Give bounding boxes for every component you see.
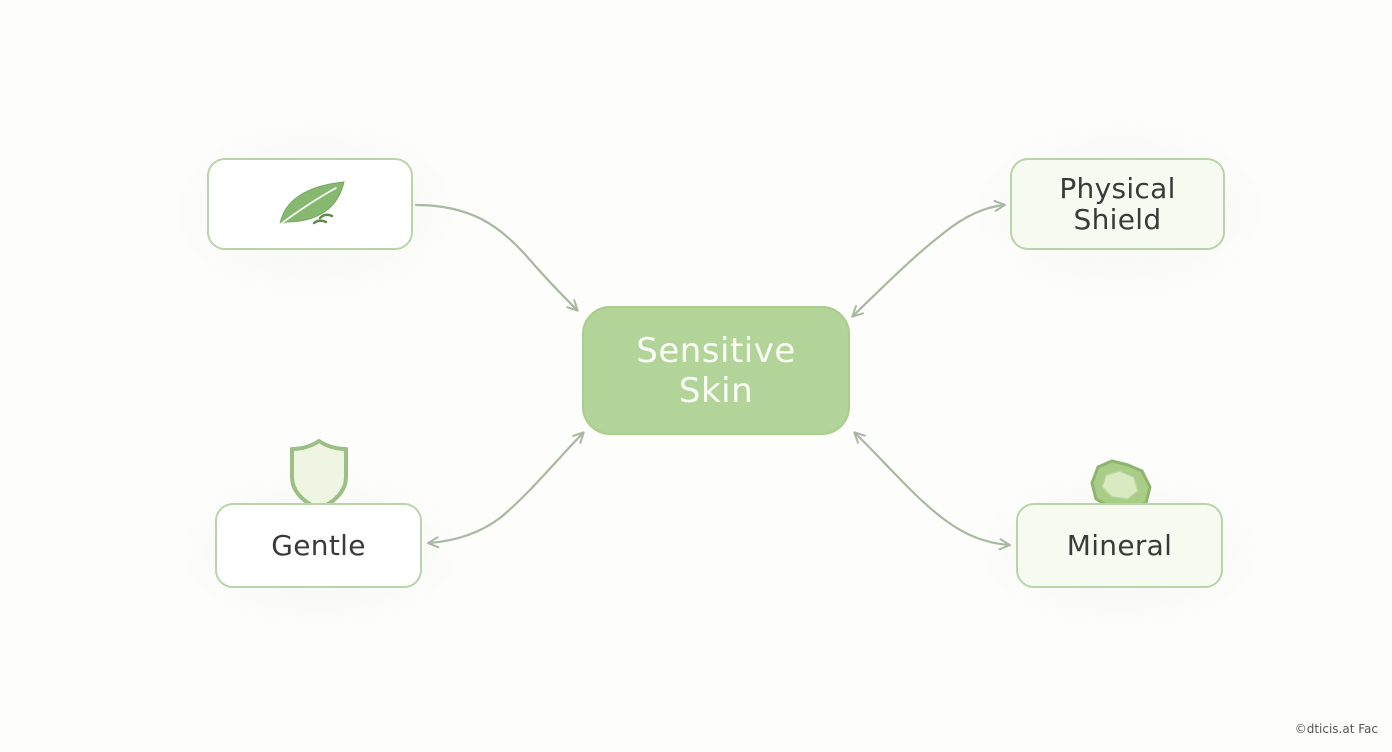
node-mineral: Mineral — [1016, 503, 1223, 588]
arrow-center-mineral — [853, 431, 1011, 551]
node-leaf — [207, 158, 413, 250]
watermark: ©dticis.at Fac — [1294, 722, 1378, 736]
arrow-center-gentle — [427, 431, 585, 549]
shield-icon — [290, 439, 348, 511]
node-sensitive-skin-label: Sensitive Skin — [636, 330, 796, 411]
node-sensitive-skin: Sensitive Skin — [582, 306, 850, 435]
node-mineral-label: Mineral — [1066, 529, 1173, 562]
node-gentle: Gentle — [215, 503, 422, 588]
node-physical-shield-label: Physical Shield — [1059, 172, 1176, 236]
node-gentle-label: Gentle — [271, 529, 366, 562]
arrow-center-physical-shield — [851, 199, 1006, 318]
arrow-leaf-to-center — [414, 203, 579, 312]
node-physical-shield: Physical Shield — [1010, 158, 1225, 250]
leaf-icon — [277, 181, 345, 227]
